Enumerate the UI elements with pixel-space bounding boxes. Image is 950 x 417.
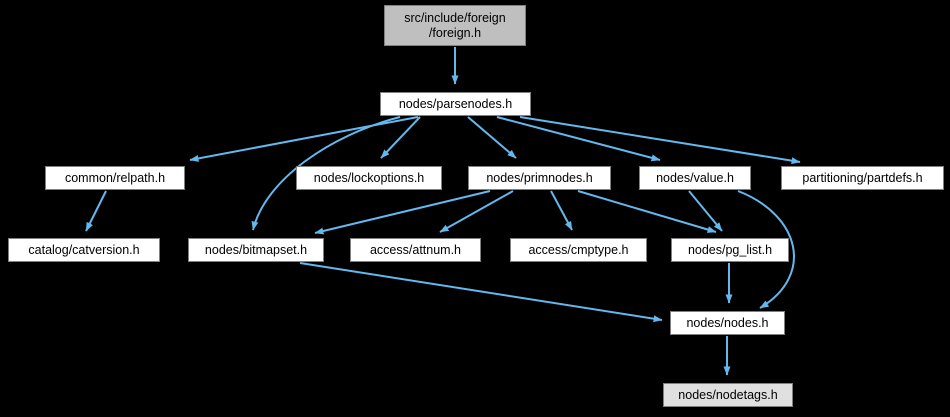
edge-relpath-to-catversion [85, 190, 107, 232]
node-nodes[interactable]: nodes/nodes.h [670, 311, 785, 335]
edge-parsenodes-to-relpath [189, 116, 419, 162]
node-attnum[interactable]: access/attnum.h [350, 238, 481, 262]
edge-primnodes-to-pg_list [577, 190, 717, 233]
edge-value-to-pg_list [688, 190, 723, 232]
node-partdefs[interactable]: partitioning/partdefs.h [781, 166, 944, 190]
node-foreign[interactable]: src/include/foreign /foreign.h [384, 5, 526, 46]
node-lockoptions[interactable]: nodes/lockoptions.h [296, 166, 442, 190]
edge-value-to-nodes [737, 190, 795, 309]
edge-parsenodes-to-primnodes [467, 116, 517, 159]
node-parsenodes[interactable]: nodes/parsenodes.h [380, 92, 531, 116]
edge-parsenodes-to-value [496, 116, 661, 162]
node-cmptype[interactable]: access/cmptype.h [510, 238, 647, 262]
edge-primnodes-to-attnum [439, 190, 514, 233]
edge-parsenodes-to-bitmapset [251, 116, 401, 231]
node-nodetags[interactable]: nodes/nodetags.h [663, 383, 793, 407]
node-value[interactable]: nodes/value.h [639, 166, 751, 190]
node-catversion[interactable]: catalog/catversion.h [8, 238, 160, 262]
edge-primnodes-to-cmptype [550, 190, 573, 231]
node-bitmapset[interactable]: nodes/bitmapset.h [188, 238, 324, 262]
edge-bitmapset-to-nodes [299, 262, 663, 323]
edge-parsenodes-to-partdefs [519, 116, 801, 165]
edge-parsenodes-to-lockoptions [380, 116, 421, 159]
edge-primnodes-to-bitmapset [314, 190, 491, 235]
node-relpath[interactable]: common/relpath.h [45, 166, 185, 190]
node-primnodes[interactable]: nodes/primnodes.h [468, 166, 611, 190]
node-pg_list[interactable]: nodes/pg_list.h [671, 238, 789, 262]
